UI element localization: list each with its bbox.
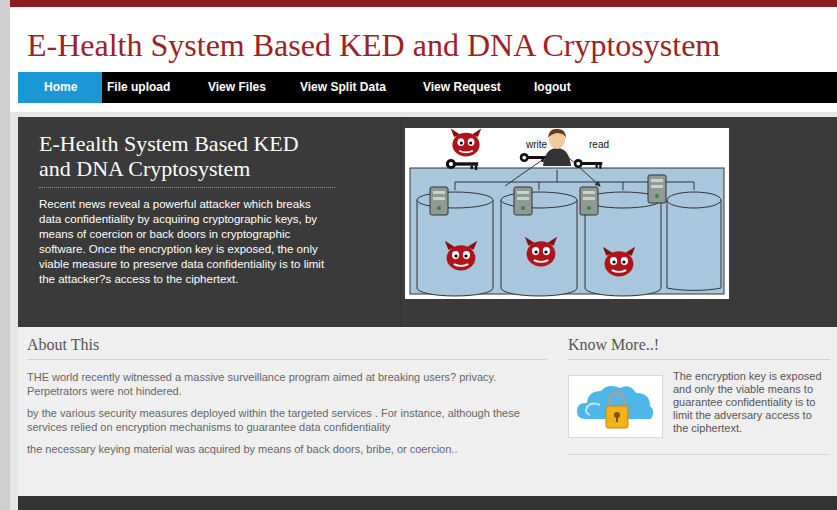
know-divider [568, 454, 830, 455]
figure-label: write [526, 139, 547, 150]
cloud-storage-illustration [405, 128, 729, 299]
hero-title: E-Health System Based KED and DNA Crypto… [39, 131, 335, 188]
nav-label: View Split Data [300, 72, 386, 103]
paragraph: The encryption key is exposed and only t… [673, 370, 828, 435]
paragraph: by the various security measures deploye… [27, 406, 547, 434]
top-red-bar [10, 0, 837, 7]
nav-item: logout [522, 72, 583, 103]
nav-label: Home [44, 72, 78, 103]
nav-label: logout [534, 72, 571, 103]
section-heading: Know More..! [568, 336, 830, 360]
nav-item: View Request [411, 72, 513, 103]
nav-item-active: Home [18, 72, 102, 103]
figure-label: read [589, 139, 609, 150]
hero-divider [400, 117, 401, 327]
nav-item: File upload [95, 72, 183, 103]
left-border [0, 0, 10, 510]
hero-text: Recent news reveal a powerful attacker w… [39, 197, 335, 287]
nav-item: View Split Data [288, 72, 398, 103]
nav-label: View Request [423, 72, 501, 103]
nav-label: View Files [208, 72, 266, 103]
cloud-lock-icon [568, 375, 663, 438]
nav-item: View Files [196, 72, 278, 103]
site-title: E-Health System Based KED and DNA Crypto… [27, 27, 720, 64]
nav-label: File upload [107, 72, 171, 103]
paragraph: the necessary keying material was acquir… [27, 442, 547, 456]
hero-block: E-Health System Based KED and DNA Crypto… [39, 131, 335, 287]
paragraph: THE world recently witnessed a massive s… [27, 370, 547, 398]
section-heading: About This [27, 336, 547, 360]
know-more-section: Know More..! The encryption key is expose… [568, 336, 830, 435]
about-section: About ThisTHE world recently witnessed a… [27, 336, 547, 464]
footer-bar [18, 496, 837, 510]
